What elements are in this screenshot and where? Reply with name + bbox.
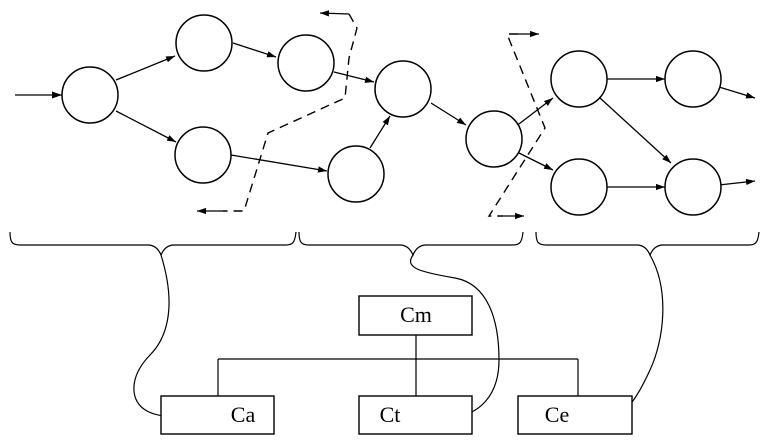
controller-master: Cm <box>358 295 473 336</box>
cut-1-top-arrow <box>319 10 350 17</box>
edge-n4-n5 <box>333 71 375 83</box>
left-box <box>160 395 275 435</box>
process-node <box>374 60 432 118</box>
edges <box>15 42 756 191</box>
edge-n7-n9 <box>514 150 554 171</box>
connector-middle <box>410 254 500 417</box>
connector-right <box>612 254 664 417</box>
middle-label: Ct <box>380 402 401 427</box>
process-node <box>664 158 722 216</box>
controller-middle: Ct <box>358 395 473 435</box>
edge-n6-n5 <box>369 115 391 149</box>
process-node <box>327 145 385 203</box>
process-node <box>550 50 608 108</box>
process-node <box>550 158 608 216</box>
brace-middle <box>298 231 524 257</box>
process-node <box>61 66 119 124</box>
cut-1-dashed-line <box>223 13 358 212</box>
edge-n1-n3 <box>115 110 177 143</box>
process-node <box>465 110 523 168</box>
edge-n3-n6 <box>230 154 328 173</box>
edge-n7-n8 <box>514 97 554 128</box>
partition-cut-2 <box>487 30 546 220</box>
nodes <box>61 14 722 216</box>
brace-left <box>9 231 297 257</box>
master-label: Cm <box>400 302 432 327</box>
cut-2-dashed-line <box>487 33 546 217</box>
controller-right: Ce <box>517 395 633 435</box>
middle-box <box>358 395 473 435</box>
partition-cut-1 <box>197 10 358 215</box>
edge-n8-n11 <box>599 97 672 164</box>
edge-n11-out <box>718 178 756 186</box>
hierarchy-tree <box>217 335 579 396</box>
brace-right <box>535 231 760 257</box>
left-label: Ca <box>231 402 256 427</box>
edge-n10-out <box>718 86 756 99</box>
master-box <box>358 295 473 336</box>
edge-n5-n7 <box>430 102 467 126</box>
braces <box>9 231 760 257</box>
right-label: Ce <box>545 402 569 427</box>
process-node <box>174 126 232 184</box>
process-node <box>175 14 233 72</box>
right-box <box>517 395 633 435</box>
process-node <box>277 34 335 92</box>
connectors <box>133 254 664 420</box>
process-node <box>664 50 722 108</box>
connector-left <box>133 254 185 417</box>
edge-n2-n4 <box>232 42 277 58</box>
edge-n1-n2 <box>115 55 176 81</box>
controller-left: Ca <box>160 395 275 435</box>
